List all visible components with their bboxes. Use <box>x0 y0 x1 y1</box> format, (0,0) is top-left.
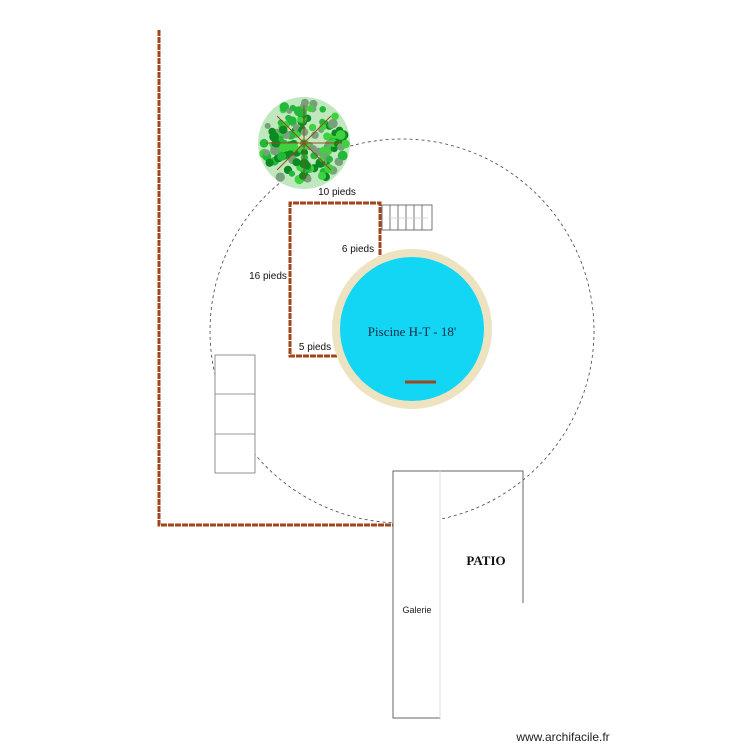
watermark: www.archifacile.fr <box>515 730 609 744</box>
enclosure-wall <box>288 201 382 358</box>
dimension-top: 10 pieds <box>318 187 356 198</box>
galerie-area[interactable] <box>392 470 441 719</box>
pool[interactable]: Piscine H-T - 18' <box>332 249 492 409</box>
pool-label: Piscine H-T - 18' <box>368 324 456 339</box>
stairs <box>381 204 433 231</box>
storage-boxes <box>214 354 256 474</box>
tree-icon <box>258 97 350 189</box>
dimension-bottom: 5 pieds <box>299 342 331 353</box>
patio-area[interactable] <box>440 470 524 603</box>
dimension-right: 6 pieds <box>342 244 374 255</box>
dimension-left: 16 pieds <box>249 271 287 282</box>
patio-label: PATIO <box>466 553 505 568</box>
fence <box>157 30 395 527</box>
galerie-label: Galerie <box>402 605 431 615</box>
